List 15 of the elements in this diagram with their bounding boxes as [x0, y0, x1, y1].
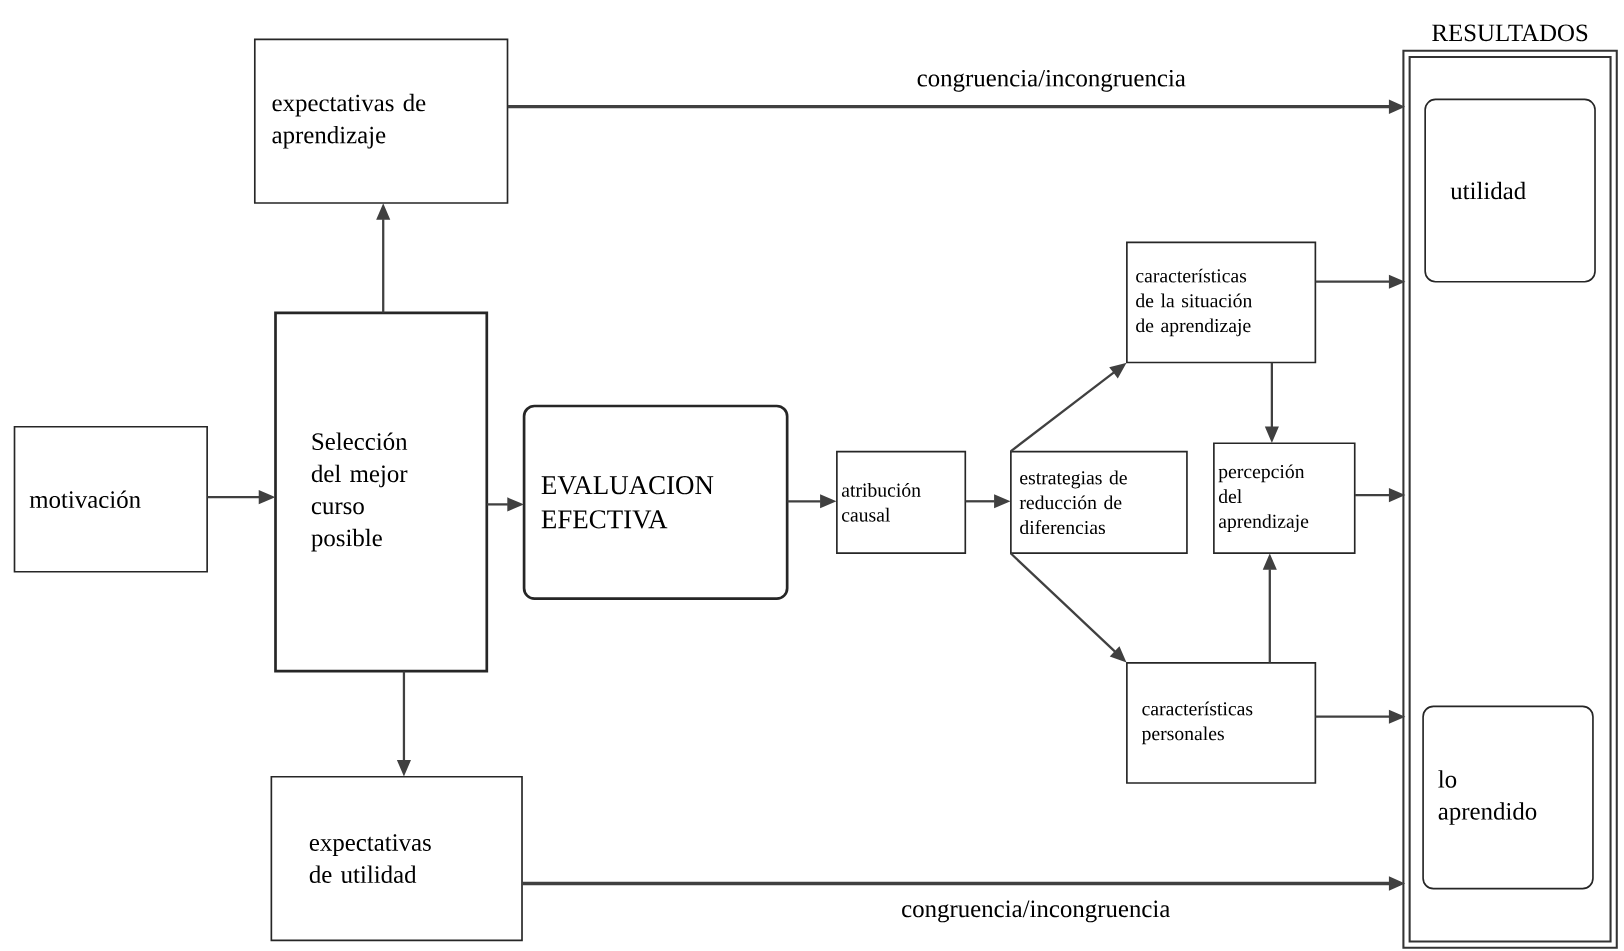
process-box: expectativas de aprendizaje	[253, 38, 509, 204]
process-box: características personales	[1126, 662, 1317, 784]
rounded-box: lo aprendido	[1422, 705, 1594, 890]
edge-label: congruencia/incongruencia	[915, 68, 1187, 93]
rounded-box: EVALUACION EFECTIVA	[522, 404, 789, 601]
process-box: atribución causal	[836, 450, 967, 555]
process-box: estrategias de reducción de diferencias	[1010, 450, 1188, 555]
process-box: Selección del mejor curso posible	[274, 311, 489, 673]
rounded-box: utilidad	[1424, 98, 1596, 283]
edge-label: congruencia/incongruencia	[900, 899, 1172, 924]
process-box: percepción del aprendizaje	[1213, 442, 1356, 555]
process-box: motivación	[13, 426, 208, 573]
node-label: RESULTADOS	[1432, 24, 1588, 42]
process-box: expectativas de utilidad	[270, 776, 523, 942]
process-box: características de la situación de aprendizaje	[1126, 241, 1317, 364]
